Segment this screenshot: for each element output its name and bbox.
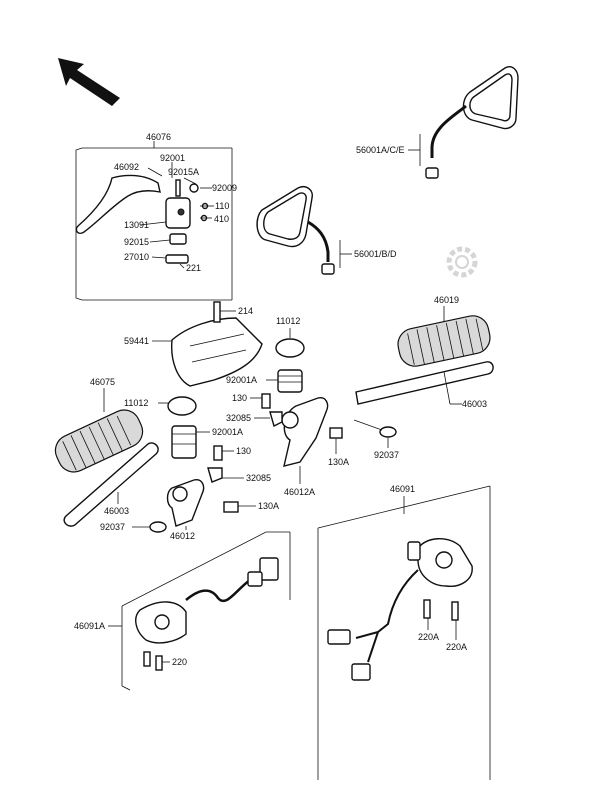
label-92001A-right: 92001A (226, 375, 257, 385)
direction-arrow-icon (58, 58, 120, 106)
label-130A-upper: 130A (328, 457, 349, 467)
label-221: 221 (186, 263, 201, 273)
mirror-left (256, 186, 352, 275)
handlebar-left (63, 442, 159, 527)
label-46076: 46076 (146, 132, 171, 142)
label-46012A: 46012A (284, 487, 315, 497)
label-46003-right: 46003 (462, 399, 487, 409)
label-220A-left: 220A (418, 632, 439, 642)
label-59441: 59441 (124, 336, 149, 346)
spacer-92001A-left (171, 425, 210, 459)
label-56001ACE: 56001A/C/E (356, 145, 405, 155)
handlebar-right (355, 361, 494, 405)
label-27010: 27010 (124, 252, 149, 262)
switch-right-group (317, 485, 491, 780)
label-92015: 92015 (124, 237, 149, 247)
label-92037-upper: 92037 (374, 450, 399, 460)
label-11012-right: 11012 (276, 316, 300, 326)
switch-left-group (108, 531, 291, 691)
label-92001: 92001 (160, 153, 185, 163)
label-214: 214 (238, 306, 253, 316)
label-220A-right: 220A (446, 642, 467, 652)
label-46092: 46092 (114, 162, 139, 172)
label-46091: 46091 (390, 484, 415, 494)
label-32085-upper: 32085 (226, 413, 251, 423)
handlebar-cover (152, 301, 263, 387)
label-13091: 13091 (124, 220, 149, 230)
label-11012-left: 11012 (124, 398, 148, 408)
label-46091A: 46091A (74, 621, 105, 631)
holder-46012 (166, 479, 205, 530)
clip-92037-upper (353, 419, 397, 448)
label-92037-lower: 92037 (100, 522, 125, 532)
holder-46012A (281, 397, 329, 484)
label-130A-lower: 130A (258, 501, 279, 511)
mirror-right (408, 66, 519, 179)
bolt-130-upper (250, 393, 271, 409)
clamp-32085-lower (207, 467, 244, 483)
bolt-130-lower (213, 445, 234, 461)
clamp-32085-upper (254, 411, 283, 428)
spacer-92001A-right (266, 369, 303, 393)
cap-11012-left (158, 396, 197, 416)
label-92015A: 92015A (168, 167, 199, 177)
brake-lever (75, 174, 161, 235)
label-46019: 46019 (434, 295, 459, 305)
watermark-gear-icon (446, 246, 478, 278)
label-130-upper: 130 (232, 393, 247, 403)
label-92001A-left: 92001A (212, 427, 243, 437)
grip-right (397, 306, 491, 367)
label-220: 220 (172, 657, 187, 667)
label-110: 110 (215, 201, 229, 211)
bolt-130A-lower (223, 501, 256, 513)
label-410: 410 (214, 214, 229, 224)
label-46003-left: 46003 (104, 506, 129, 516)
lever-group (75, 141, 233, 301)
label-92009: 92009 (212, 183, 237, 193)
grip-left (54, 388, 144, 473)
bolt-130A-upper (329, 427, 343, 454)
label-56001BD: 56001/B/D (354, 249, 397, 259)
label-32085-lower: 32085 (246, 473, 271, 483)
clip-92037-lower (132, 521, 167, 533)
label-130-lower: 130 (236, 446, 251, 456)
cap-11012-right (275, 328, 305, 358)
label-46012: 46012 (170, 531, 195, 541)
label-46075: 46075 (90, 377, 115, 387)
